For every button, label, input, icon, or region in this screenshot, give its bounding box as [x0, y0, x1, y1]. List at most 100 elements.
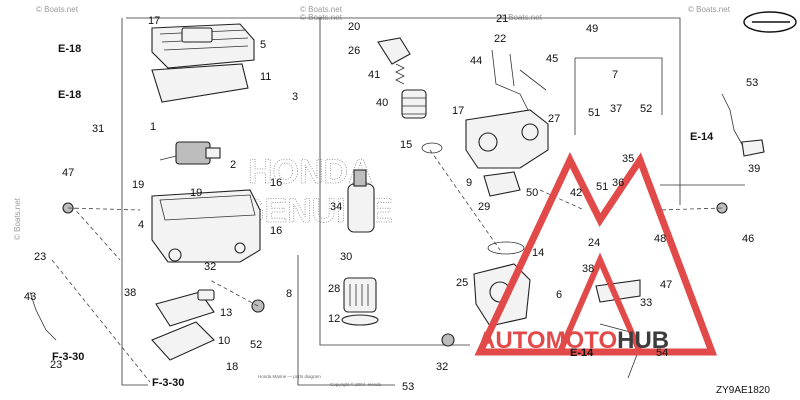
- part-callout-number[interactable]: 22: [494, 33, 506, 45]
- dashed-leader: [51, 259, 151, 383]
- part-callout-number[interactable]: 2: [230, 159, 236, 171]
- part-callout-number[interactable]: 34: [330, 201, 342, 213]
- section-reference[interactable]: E-14: [570, 347, 594, 359]
- part-callout-number[interactable]: 14: [532, 247, 544, 259]
- part-callout-number[interactable]: 42: [570, 187, 582, 199]
- part-callout-number[interactable]: 45: [546, 53, 558, 65]
- part-callout-number[interactable]: 26: [348, 45, 360, 57]
- part-callout-number[interactable]: 5: [260, 39, 266, 51]
- part-callout-number[interactable]: 38: [582, 263, 594, 275]
- pressure-regulator-housing: [465, 109, 549, 169]
- regulator-cap: [377, 37, 411, 65]
- part-callout-number[interactable]: 29: [478, 201, 490, 213]
- part-callout-number[interactable]: 25: [456, 277, 468, 289]
- part-callout-number[interactable]: 39: [748, 163, 760, 175]
- boats-net-watermark: © Boats.net: [500, 13, 543, 22]
- part-callout-number[interactable]: 11: [260, 71, 271, 83]
- part-callout-number[interactable]: 46: [742, 233, 754, 245]
- section-reference[interactable]: E-18: [58, 43, 81, 55]
- part-callout-number[interactable]: 23: [34, 251, 46, 263]
- part-callout-number[interactable]: 32: [204, 261, 216, 273]
- part-callout-number[interactable]: 27: [548, 113, 560, 125]
- part-callout-number[interactable]: 6: [556, 289, 562, 301]
- fuel-hose-43: [29, 291, 57, 341]
- part-callout-number[interactable]: 15: [400, 139, 412, 151]
- part-callout-number[interactable]: 35: [622, 153, 634, 165]
- part-callout-number[interactable]: 19: [132, 179, 144, 191]
- part-callout-number[interactable]: 51: [588, 107, 600, 119]
- strainer: [401, 89, 427, 119]
- logo-word-auto: AUTOMOTOHUB: [478, 327, 669, 354]
- part-callout-number[interactable]: 47: [660, 279, 672, 291]
- part-callout-number[interactable]: 21: [496, 13, 508, 25]
- fuel-pump: [347, 169, 375, 233]
- bolt: [441, 333, 455, 347]
- dashed-leader: [429, 149, 501, 251]
- spring: [395, 63, 405, 85]
- part-callout-number[interactable]: 20: [348, 21, 360, 33]
- part-callout-number[interactable]: 49: [586, 23, 598, 35]
- section-reference[interactable]: F-3-30: [152, 377, 184, 389]
- boats-net-watermark: © Boats.net: [688, 5, 731, 14]
- part-callout-number[interactable]: 32: [436, 361, 448, 373]
- diagram-code: ZY9AE1820: [716, 385, 770, 396]
- connector-block: [483, 171, 521, 197]
- o-ring: [421, 142, 443, 154]
- part-callout-number[interactable]: 44: [470, 55, 482, 67]
- group-bracket-3: [319, 18, 470, 346]
- hose-clip: [741, 139, 765, 157]
- boats-net-watermark: © Boats.net: [36, 5, 79, 14]
- part-callout-number[interactable]: 24: [588, 237, 600, 249]
- part-callout-number[interactable]: 9: [466, 177, 472, 189]
- part-callout-number[interactable]: 54: [656, 347, 668, 359]
- part-callout-number[interactable]: 31: [92, 123, 104, 135]
- direction-indicator: [743, 11, 797, 33]
- part-callout-number[interactable]: 8: [286, 288, 292, 300]
- wire-harness: [491, 49, 547, 111]
- part-callout-number[interactable]: 36: [612, 177, 624, 189]
- part-callout-number[interactable]: 40: [376, 97, 388, 109]
- part-callout-number[interactable]: 23: [50, 359, 62, 371]
- dashed-leader: [67, 207, 141, 211]
- outer-frame: [126, 17, 681, 205]
- part-callout-number[interactable]: 52: [250, 339, 262, 351]
- part-callout-number[interactable]: 4: [138, 219, 144, 231]
- section-reference[interactable]: E-14: [690, 131, 714, 143]
- part-callout-number[interactable]: 7: [612, 69, 618, 81]
- part-callout-number[interactable]: 28: [328, 283, 340, 295]
- part-callout-number[interactable]: 18: [226, 361, 238, 373]
- part-callout-number[interactable]: 43: [24, 291, 36, 303]
- part-callout-number[interactable]: 1: [150, 121, 156, 133]
- section-reference[interactable]: E-18: [58, 89, 81, 101]
- part-callout-number[interactable]: 53: [402, 381, 414, 393]
- part-callout-number[interactable]: 19: [190, 187, 202, 199]
- part-callout-number[interactable]: 12: [328, 313, 340, 325]
- float-switch: [159, 141, 221, 165]
- part-callout-number[interactable]: 13: [220, 307, 232, 319]
- dashed-leader: [539, 189, 585, 211]
- part-callout-number[interactable]: 53: [746, 77, 758, 89]
- part-callout-number[interactable]: 16: [270, 225, 282, 237]
- part-callout-number[interactable]: 37: [610, 103, 622, 115]
- part-callout-number[interactable]: 38: [124, 287, 136, 299]
- part-callout-number[interactable]: 17: [148, 15, 160, 27]
- boats-net-watermark: © Boats.net: [300, 13, 343, 22]
- part-callout-number[interactable]: 10: [218, 335, 230, 347]
- part-callout-number[interactable]: 3: [292, 91, 298, 103]
- part-callout-number[interactable]: 41: [368, 69, 380, 81]
- part-callout-number[interactable]: 48: [654, 233, 666, 245]
- part-callout-number[interactable]: 33: [640, 297, 652, 309]
- section-reference[interactable]: F-3-30: [52, 351, 84, 363]
- pump-cover-plate: [151, 289, 215, 361]
- part-callout-number[interactable]: 17: [452, 105, 464, 117]
- part-callout-number[interactable]: 52: [640, 103, 652, 115]
- part-callout-number[interactable]: 51: [596, 181, 608, 193]
- part-callout-number[interactable]: 50: [526, 187, 538, 199]
- part-callout-number[interactable]: 47: [62, 167, 74, 179]
- part-callout-number[interactable]: 30: [340, 251, 352, 263]
- fuel-hose-54: [721, 93, 745, 149]
- part-callout-number[interactable]: 16: [270, 177, 282, 189]
- fuel-filter: [341, 277, 379, 326]
